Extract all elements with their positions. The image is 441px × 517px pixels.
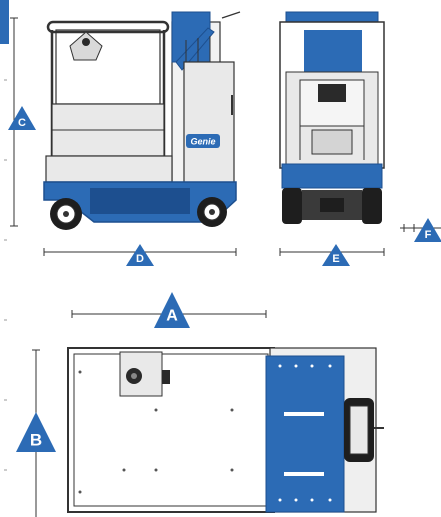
rear-chassis <box>281 163 383 189</box>
top-view <box>67 347 384 513</box>
genie-logo: Genie <box>190 137 215 147</box>
dimension-b-label: B <box>30 431 42 450</box>
rear-view <box>279 11 385 224</box>
left-edge-ticks <box>4 79 7 471</box>
dimension-a-marker: A <box>154 292 190 328</box>
side-wheel-rear <box>197 197 227 227</box>
dimension-c-marker: C <box>8 106 36 130</box>
top-mast-bolts <box>278 364 332 502</box>
top-mast-blue <box>265 355 345 513</box>
side-tower-cabinet <box>183 61 235 191</box>
dimension-a-label: A <box>166 308 178 325</box>
edge-tab <box>0 0 9 44</box>
genie-logo-badge <box>186 134 220 148</box>
dimension-e-label: E <box>332 253 339 265</box>
dimension-c-label: C <box>18 117 26 129</box>
dimension-e-marker: E <box>322 244 350 266</box>
top-floor-bolts <box>78 370 234 494</box>
dimension-b-marker: B <box>16 412 56 452</box>
rear-mast-blue <box>304 30 362 74</box>
side-view: Genie <box>43 11 241 230</box>
dimension-f-marker: F <box>414 218 441 242</box>
side-platform-floor <box>45 155 173 183</box>
side-wheel-front <box>50 198 82 230</box>
top-platform <box>67 347 275 513</box>
dimension-d-marker: D <box>126 244 154 266</box>
dimension-d-label: D <box>136 253 144 265</box>
dimension-f-label: F <box>425 229 432 241</box>
side-rail-top <box>46 20 170 34</box>
rear-wheel-right <box>362 188 382 224</box>
rear-wheel-left <box>282 188 302 224</box>
